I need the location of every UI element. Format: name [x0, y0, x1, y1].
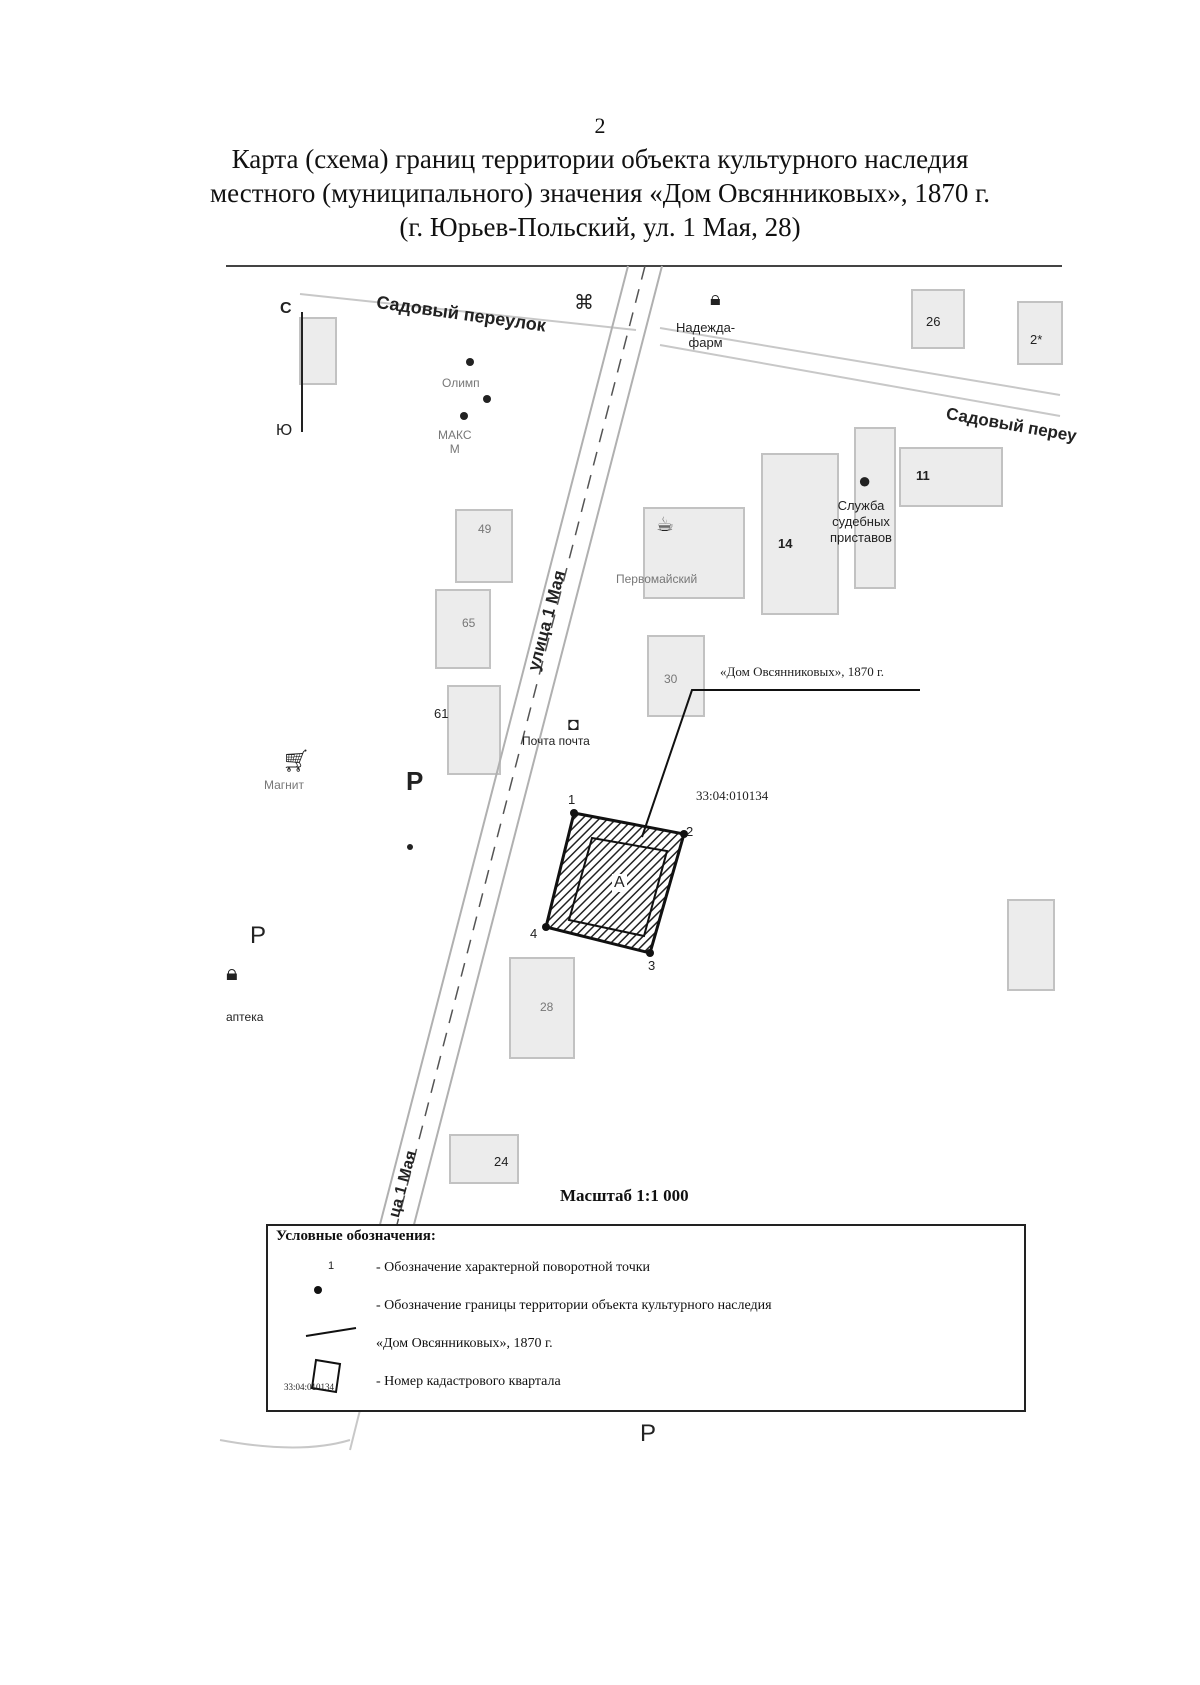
house-number: 28: [540, 1000, 554, 1014]
building: [449, 1134, 519, 1184]
cart-icon: 🛒︎: [282, 748, 310, 773]
house-number: 49: [478, 522, 492, 536]
legend-boundary-icon: [305, 1327, 357, 1337]
object-callout: «Дом Овсянниковых», 1870 г.: [720, 664, 885, 679]
sadovy-lane: [299, 293, 1061, 417]
object-letter: А: [612, 874, 627, 892]
poi-dots: [407, 358, 491, 850]
title-line-2: местного (муниципального) значения «Дом …: [210, 178, 990, 208]
title-line-1: Карта (схема) границ территории объекта …: [231, 144, 969, 174]
building: [1007, 899, 1055, 991]
compass-north: С: [280, 300, 292, 317]
house-number: 14: [778, 536, 793, 551]
turning-point: [570, 809, 578, 817]
house-number: 61: [434, 706, 449, 721]
legend-object-icon: [310, 1358, 342, 1394]
turning-points: [542, 809, 688, 957]
bottom-road: [219, 1409, 361, 1451]
legend-point-icon: [314, 1286, 322, 1294]
turning-point: [542, 923, 550, 931]
cafe-icon: ☕︎: [656, 514, 674, 536]
poi-label-apteka: аптека: [226, 1010, 264, 1024]
poi-label-olymp: Олимп: [442, 376, 480, 390]
pharmacy-icon: 🔒︎: [226, 960, 238, 985]
poi-label-pochta: Почта почта: [522, 734, 590, 748]
object-building-outline: [567, 836, 669, 938]
street-1-maya: [375, 265, 663, 1241]
house-number: 26: [926, 314, 941, 329]
building: [299, 317, 337, 385]
legend-symbols: [305, 1286, 357, 1394]
poi-label-maks: МАКС М: [438, 428, 472, 456]
legend-title: Условные обозначения:: [276, 1228, 436, 1244]
poi-dot: [460, 412, 468, 420]
legend-item-cadastral: - Номер кадастрового квартала: [376, 1374, 561, 1389]
poi-label-magnit: Магнит: [264, 778, 305, 792]
building: [911, 289, 965, 349]
legend-item-object: «Дом Овсянниковых», 1870 г.: [376, 1336, 553, 1351]
building: [761, 453, 839, 615]
poi-dot: [483, 395, 491, 403]
cadastral-quarter: 33:04:010134: [696, 788, 769, 803]
poi-label-nadezhda: Надежда- фарм: [676, 320, 736, 350]
building: [509, 957, 575, 1059]
building: [447, 685, 501, 775]
person-icon: ●: [858, 468, 872, 493]
parking-label: P: [250, 922, 267, 949]
building: [435, 589, 491, 669]
title-line-3: (г. Юрьев-Польский, ул. 1 Мая, 28): [399, 212, 801, 242]
building: [647, 635, 705, 717]
building: [1017, 301, 1063, 365]
house-number: 24: [494, 1154, 509, 1169]
poi-label-sluzhba: Служба судебных приставов: [830, 498, 892, 545]
legend-item-boundary: - Обозначение границы территории объекта…: [376, 1298, 772, 1313]
parking-label: P: [640, 1420, 657, 1447]
building-blocks: [299, 289, 1063, 1184]
callout-leader: [641, 689, 920, 838]
legend-cadastral-sample: 33:04:010134: [284, 1382, 335, 1392]
page-number: 2: [594, 113, 606, 138]
restaurant-icon: ⌘: [574, 292, 594, 314]
map-legend: Условные обозначения: 1 - Обозначение ха…: [266, 1224, 1026, 1412]
house-number: 30: [664, 672, 678, 686]
poi-label-pervomaysky: Первомайский: [616, 572, 698, 586]
compass-south: Ю: [276, 422, 293, 439]
building: [455, 509, 513, 583]
post-icon: ◘: [568, 714, 579, 734]
lock-icon: 🔒︎: [710, 288, 721, 310]
point-label-2: 2: [686, 824, 694, 839]
house-number: 65: [462, 616, 476, 630]
point-label-3: 3: [648, 958, 656, 973]
house-number: 2*: [1030, 332, 1043, 347]
building: [899, 447, 1003, 507]
point-label-1: 1: [568, 792, 576, 807]
turning-point: [646, 949, 654, 957]
building: [643, 507, 745, 599]
house-number: 11: [916, 468, 930, 483]
map-scale: Масштаб 1:1 000: [560, 1186, 689, 1205]
poi-dot: [466, 358, 474, 366]
point-label-4: 4: [530, 926, 538, 941]
building: [854, 427, 896, 589]
legend-item-point: - Обозначение характерной поворотной точ…: [376, 1260, 651, 1275]
legend-point-number: 1: [328, 1260, 335, 1272]
turning-point: [680, 830, 688, 838]
poi-dot: [407, 844, 413, 850]
parking-label: P: [406, 766, 424, 796]
